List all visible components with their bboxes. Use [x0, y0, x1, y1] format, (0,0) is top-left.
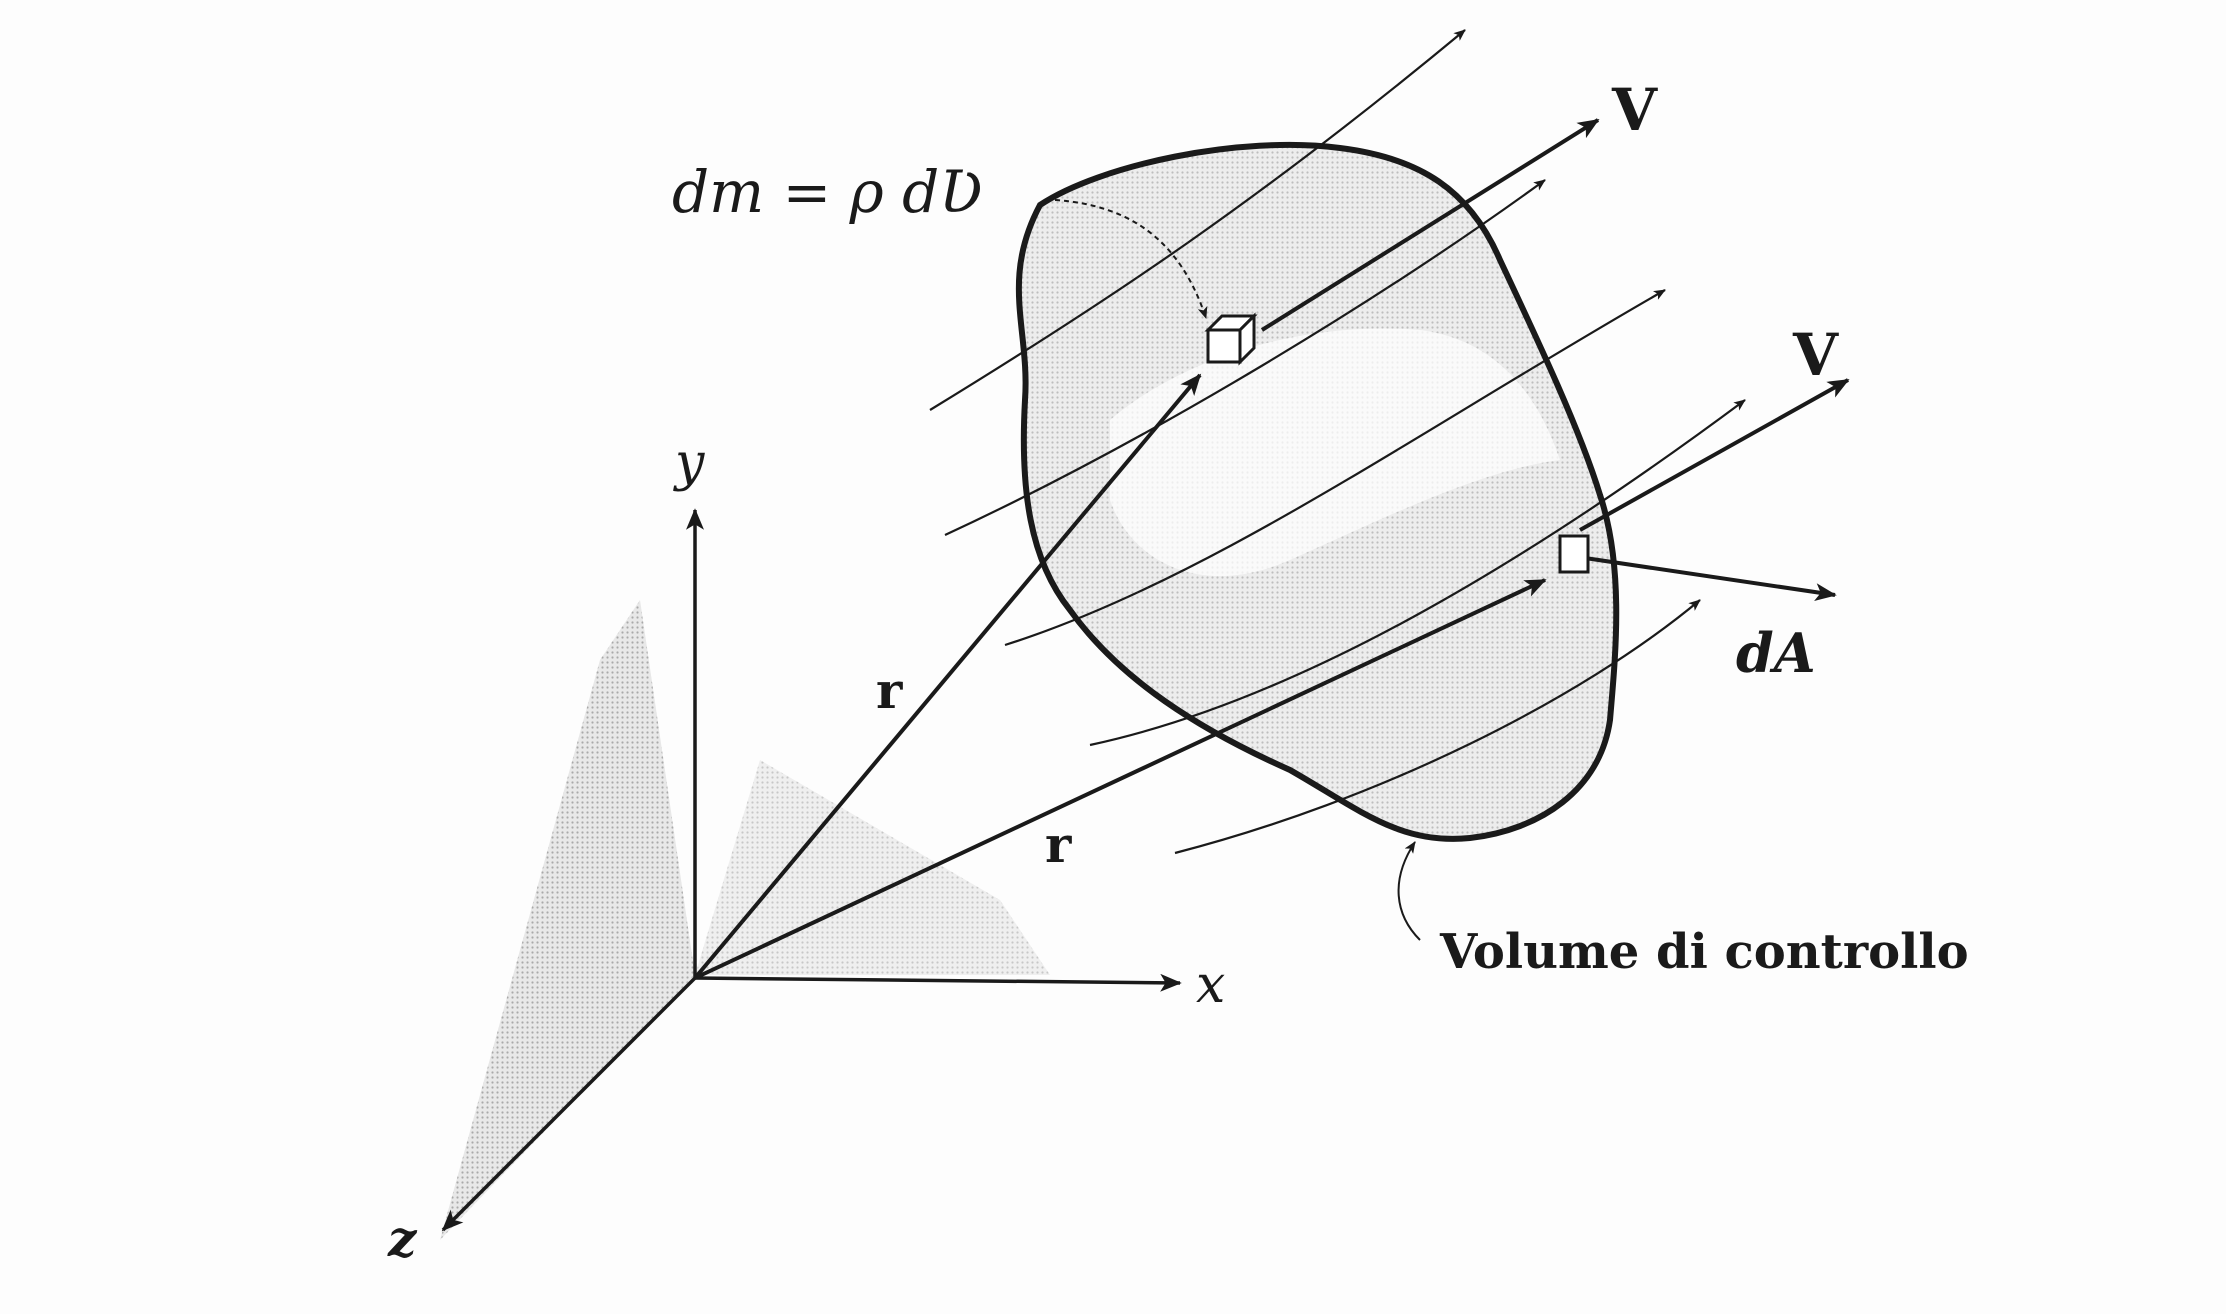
x-axis-label: x: [1196, 955, 1225, 1015]
y-axis-label: y: [673, 433, 705, 493]
mass-element-cube-icon: [1204, 312, 1258, 366]
area-element-icon: [1558, 534, 1590, 574]
streamline: [1174, 599, 1701, 855]
streamline: [944, 179, 1546, 536]
streamline: [1004, 289, 1666, 647]
control-volume-region: [1015, 141, 1620, 842]
velocity-arrow-right: [1579, 378, 1850, 532]
area-element-label: dA: [1736, 621, 1816, 685]
position-vector-lower: [694, 578, 1547, 980]
streamlines: [929, 29, 1746, 855]
velocity-label-right: V: [1792, 321, 1839, 389]
x-axis: [694, 973, 1182, 992]
z-axis: [441, 976, 697, 1232]
control-volume-leader: [1397, 841, 1421, 941]
mass-element-leader: [1054, 199, 1208, 319]
velocity-arrow-top: [1260, 118, 1600, 332]
control-volume-label: Volume di controllo: [1439, 924, 1969, 980]
position-label-upper: r: [876, 661, 903, 720]
streamline: [1089, 399, 1746, 747]
control-surface-outline: [1015, 141, 1620, 842]
position-vector-upper: [693, 373, 1202, 980]
z-axis-label: z: [387, 1209, 418, 1268]
area-normal-arrow: [1584, 556, 1837, 602]
velocity-label-top: V: [1611, 76, 1658, 144]
position-label-lower: r: [1045, 815, 1072, 874]
coordinate-axes: [441, 508, 1182, 1232]
coordinate-plane-shading: [440, 600, 1050, 1240]
streamline: [929, 29, 1466, 411]
mass-element-label: dm = ρ dƲ: [672, 158, 983, 226]
